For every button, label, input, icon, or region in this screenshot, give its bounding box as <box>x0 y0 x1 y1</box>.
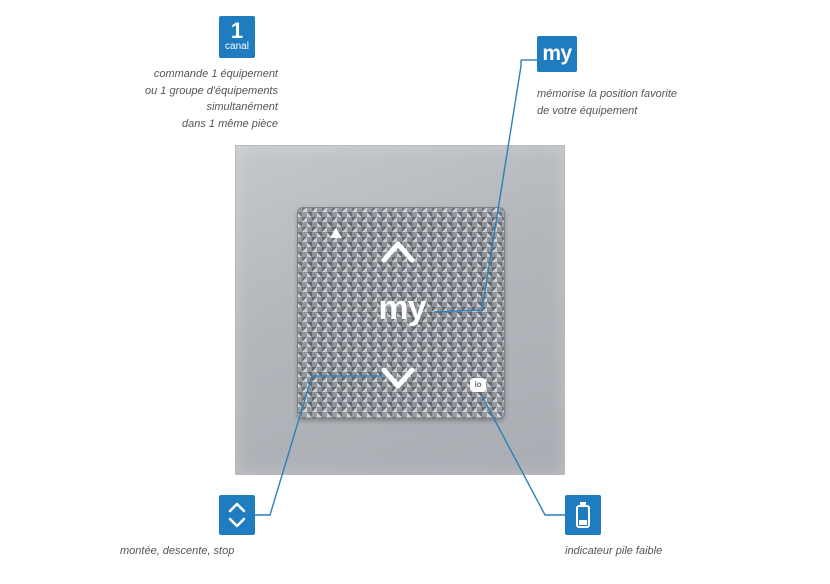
triangle-indicator-icon <box>330 228 342 238</box>
canal-caption-line: commande 1 équipement <box>153 68 278 80</box>
my-caption-line: mémorise la position favorite <box>537 88 678 100</box>
io-logo: io <box>470 378 486 392</box>
canal-caption-line: simultanément <box>206 101 278 113</box>
battery-icon <box>576 502 590 528</box>
canal-caption-line: ou 1 groupe d'équipements <box>145 84 278 97</box>
up-down-chevrons-icon <box>228 502 246 528</box>
my-caption-line: de votre équipement <box>537 104 638 117</box>
my-caption: mémorise la position favorite de votre é… <box>537 86 797 119</box>
canal-label: canal <box>225 41 249 52</box>
updown-caption: montée, descente, stop <box>120 545 235 557</box>
chevron-up-icon[interactable] <box>380 238 416 264</box>
canal-caption: commande 1 équipement ou 1 groupe d'équi… <box>38 66 278 132</box>
my-button-label[interactable]: my <box>378 289 426 327</box>
battery-badge <box>565 495 601 535</box>
updown-badge <box>219 495 255 535</box>
my-badge-label: my <box>542 42 572 65</box>
battery-caption: indicateur pile faible <box>565 545 663 557</box>
chevron-down-icon[interactable] <box>380 366 416 392</box>
canal-badge: 1 canal <box>219 16 255 58</box>
canal-number: 1 <box>230 18 244 43</box>
canal-caption-line: dans 1 même pièce <box>182 117 278 130</box>
my-badge: my <box>537 36 577 72</box>
